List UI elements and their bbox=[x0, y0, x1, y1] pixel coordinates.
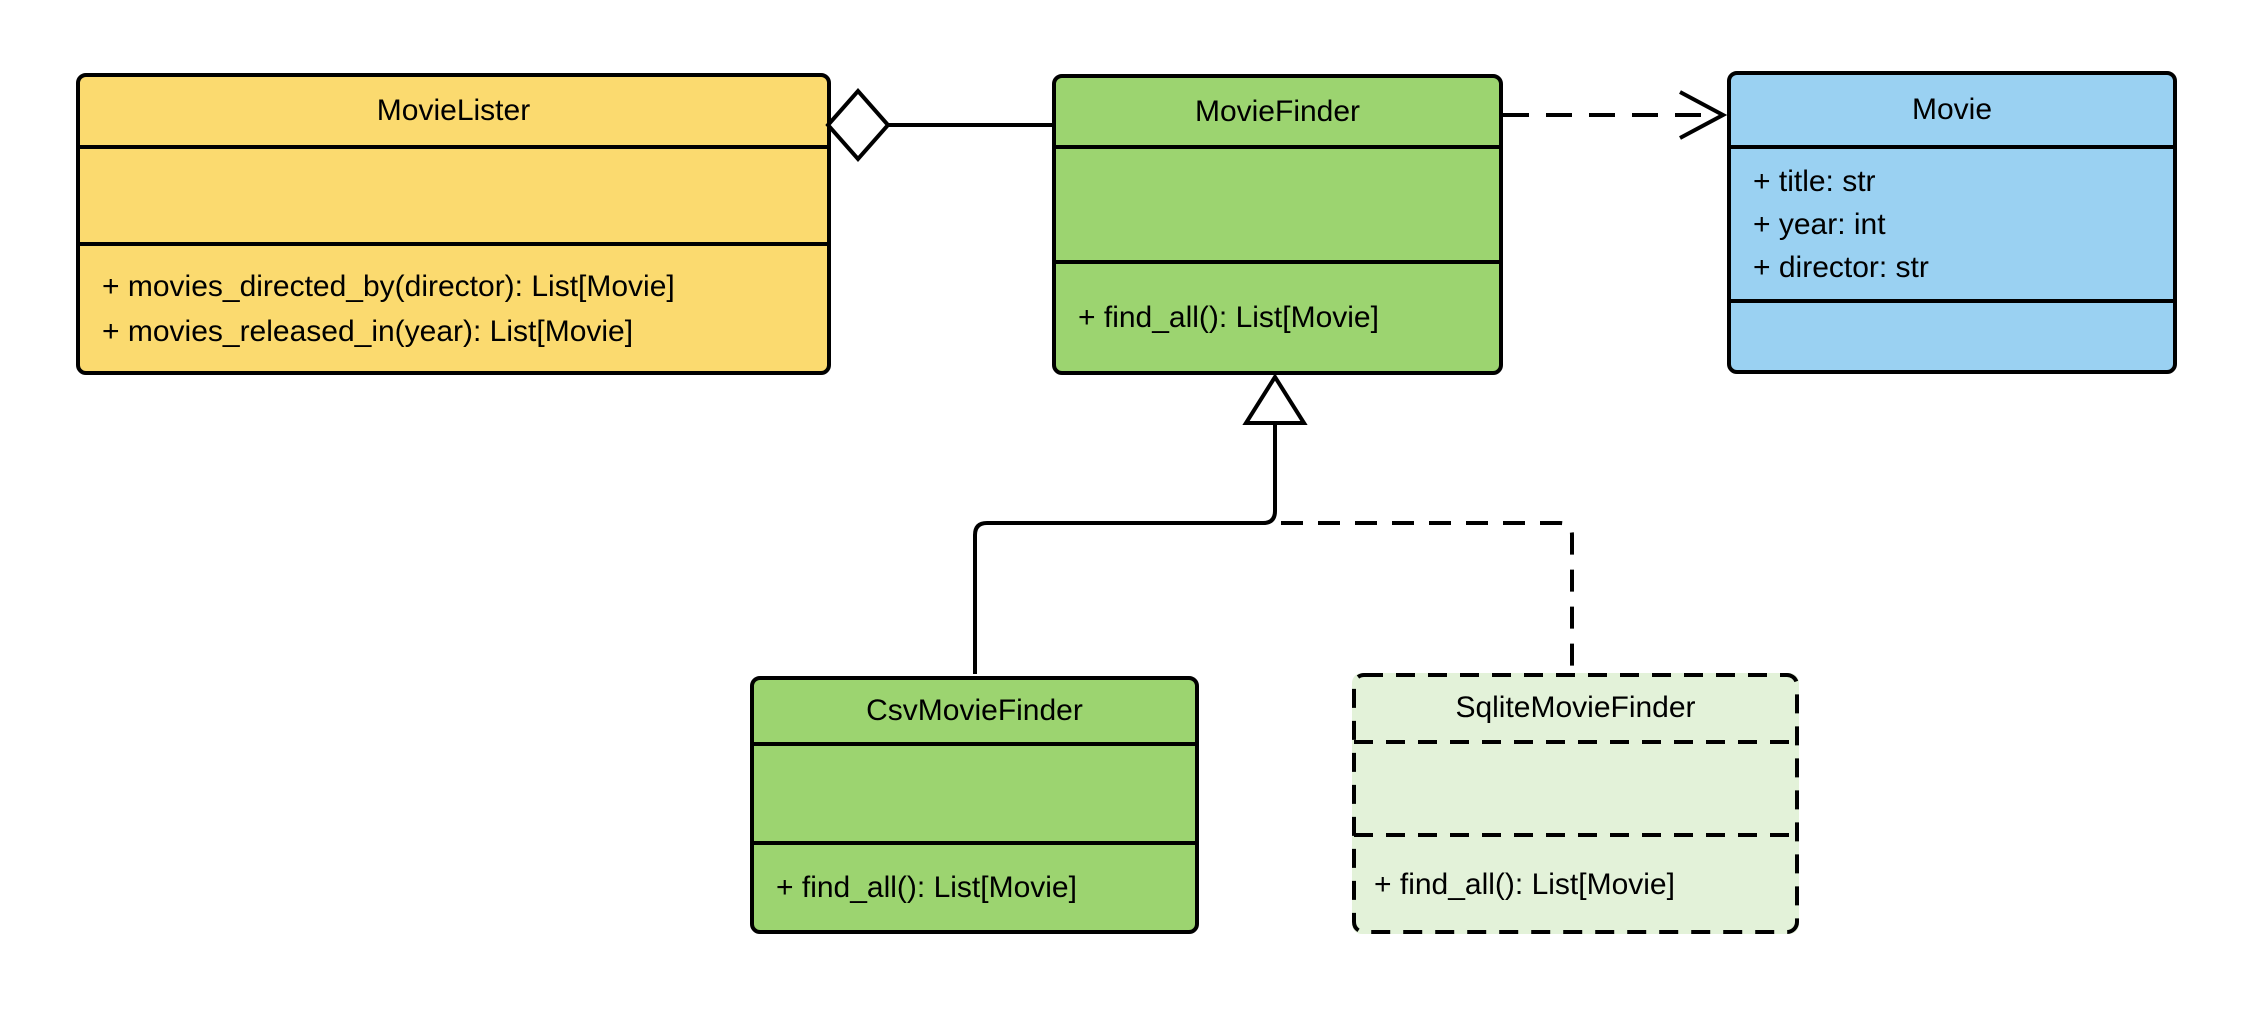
class-movielister: MovieLister + movies_directed_by(directo… bbox=[76, 73, 831, 375]
class-movie-title: Movie bbox=[1731, 75, 2173, 145]
class-moviefinder-title: MovieFinder bbox=[1056, 78, 1499, 145]
method-line: + find_all(): List[Movie] bbox=[776, 871, 1077, 904]
class-sqlitemoviefinder-title: SqliteMovieFinder bbox=[1352, 673, 1799, 742]
class-movie-attributes: + title: str + year: int + director: str bbox=[1731, 145, 2173, 299]
class-name: Movie bbox=[1911, 93, 1993, 126]
class-movielister-methods: + movies_directed_by(director): List[Mov… bbox=[80, 242, 827, 371]
class-sqlitemoviefinder: SqliteMovieFinder + find_all(): List[Mov… bbox=[1352, 673, 1799, 934]
class-name: MovieLister bbox=[376, 94, 531, 127]
method-line: + find_all(): List[Movie] bbox=[1374, 868, 1675, 901]
class-csvmoviefinder-title: CsvMovieFinder bbox=[754, 680, 1195, 742]
class-moviefinder-methods: + find_all(): List[Movie] bbox=[1056, 260, 1499, 371]
class-name: SqliteMovieFinder bbox=[1455, 690, 1696, 724]
class-sqlitemoviefinder-attributes bbox=[1352, 742, 1799, 835]
class-csvmoviefinder: CsvMovieFinder + find_all(): List[Movie] bbox=[750, 676, 1199, 934]
dependency-open-arrow-icon bbox=[1679, 90, 1728, 140]
class-moviefinder-attributes bbox=[1056, 145, 1499, 260]
method-line: + movies_directed_by(director): List[Mov… bbox=[102, 269, 675, 303]
aggregation-diamond-icon bbox=[825, 87, 891, 163]
method-line: + find_all(): List[Movie] bbox=[1078, 301, 1379, 334]
attribute-line: + year: int bbox=[1753, 207, 1886, 241]
class-movielister-title: MovieLister bbox=[80, 77, 827, 145]
class-name: CsvMovieFinder bbox=[866, 694, 1083, 727]
generalization-triangle-icon bbox=[1242, 373, 1308, 425]
attribute-line: + director: str bbox=[1753, 250, 1929, 284]
class-csvmoviefinder-attributes bbox=[754, 742, 1195, 841]
generalization-line-csv bbox=[973, 423, 1277, 674]
class-movie-methods bbox=[1731, 299, 2173, 370]
class-movielister-attributes bbox=[80, 145, 827, 242]
class-sqlitemoviefinder-methods: + find_all(): List[Movie] bbox=[1352, 835, 1799, 934]
class-name: MovieFinder bbox=[1194, 94, 1361, 128]
class-moviefinder: MovieFinder + find_all(): List[Movie] bbox=[1052, 74, 1503, 375]
class-movie: Movie + title: str + year: int + directo… bbox=[1727, 71, 2177, 374]
method-line: + movies_released_in(year): List[Movie] bbox=[102, 314, 634, 348]
class-csvmoviefinder-methods: + find_all(): List[Movie] bbox=[754, 841, 1195, 930]
attribute-line: + title: str bbox=[1753, 164, 1876, 198]
generalization-dashed-line-sqlite bbox=[1281, 521, 1574, 671]
